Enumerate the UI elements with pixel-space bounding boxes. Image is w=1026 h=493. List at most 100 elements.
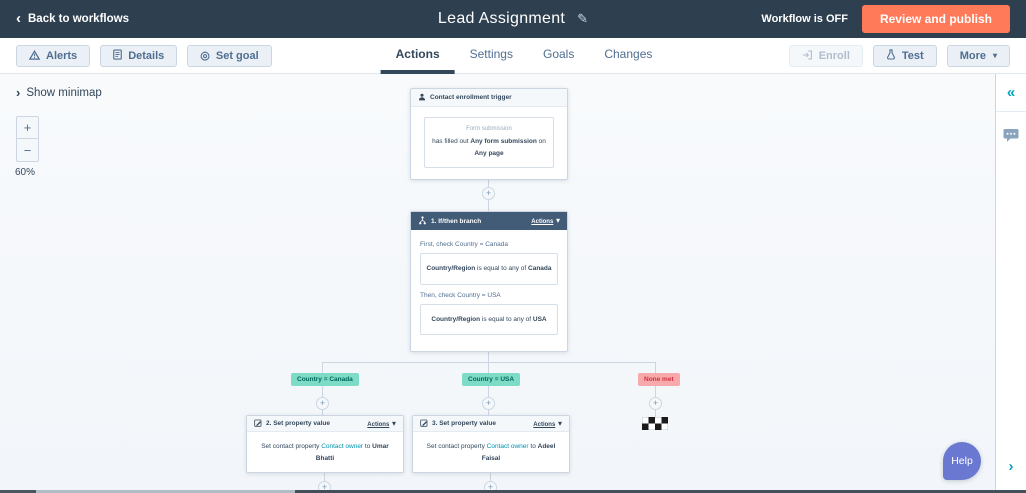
tab-changes[interactable]: Changes bbox=[604, 47, 653, 61]
first-check-label: First, check Country = Canada bbox=[420, 241, 508, 248]
set-property-node-3-title: 3. Set property value bbox=[432, 420, 496, 427]
node-3-actions-menu[interactable]: Actions ▾ bbox=[533, 418, 562, 428]
branch-actions-menu[interactable]: Actions ▾ bbox=[531, 216, 560, 226]
connector-line bbox=[488, 352, 489, 363]
set-property-node-2-header: 2. Set property value Actions ▾ bbox=[247, 416, 403, 432]
chevron-down-icon: ▾ bbox=[992, 51, 997, 60]
set-property-node-2-body: Set contact property Contact owner to Um… bbox=[261, 443, 389, 462]
review-and-publish-button[interactable]: Review and publish bbox=[861, 5, 1010, 33]
set-goal-label: Set goal bbox=[215, 50, 259, 62]
test-button[interactable]: Test bbox=[872, 45, 937, 67]
set-property-node-3[interactable]: 3. Set property value Actions ▾ Set cont… bbox=[412, 415, 570, 473]
alert-triangle-icon bbox=[28, 49, 41, 63]
set-property-node-3-header: 3. Set property value Actions ▾ bbox=[413, 416, 569, 432]
help-button[interactable]: Help bbox=[943, 442, 981, 480]
workflow-toolbar: Alerts Details ◎ Set goal Actions Settin… bbox=[0, 38, 1026, 74]
branch-node-body: First, check Country = Canada Country/Re… bbox=[411, 230, 567, 345]
edit-title-icon[interactable]: ✎ bbox=[577, 11, 589, 26]
if-then-branch-node[interactable]: 1. If/then branch Actions ▾ First, check… bbox=[410, 211, 568, 352]
tab-goals[interactable]: Goals bbox=[542, 47, 575, 61]
more-label: More bbox=[959, 50, 986, 62]
show-minimap-label: Show minimap bbox=[26, 86, 102, 99]
criteria-type: Form submission bbox=[466, 126, 512, 132]
topbar-right: Workflow is OFF Review and publish bbox=[761, 5, 1010, 33]
tab-settings[interactable]: Settings bbox=[469, 47, 513, 61]
bottom-edge-strip bbox=[0, 490, 1026, 493]
chevron-right-icon: › bbox=[16, 85, 21, 100]
end-flag-icon bbox=[641, 416, 669, 435]
back-to-workflows-link[interactable]: ‹ Back to workflows bbox=[16, 10, 129, 27]
workflow-title: Lead Assignment bbox=[437, 10, 566, 27]
connector-line bbox=[488, 362, 489, 373]
pencil-square-icon bbox=[420, 419, 428, 429]
next-chevron-icon[interactable]: › bbox=[1008, 458, 1014, 475]
condition-box-canada[interactable]: Country/Region is equal to any of Canada bbox=[420, 253, 558, 285]
details-label: Details bbox=[128, 50, 165, 62]
bottom-strip-segment bbox=[36, 490, 295, 493]
back-label: Back to workflows bbox=[28, 13, 129, 25]
collapse-panel-icon[interactable]: « bbox=[1006, 84, 1016, 101]
connector-line bbox=[322, 362, 656, 363]
trigger-criteria-box[interactable]: Form submission has filled out Any form … bbox=[424, 117, 554, 169]
trigger-node-header: Contact enrollment trigger bbox=[411, 89, 567, 107]
enroll-label: Enroll bbox=[818, 50, 850, 62]
add-action-button[interactable]: + bbox=[482, 397, 495, 410]
test-label: Test bbox=[901, 50, 924, 62]
tab-actions[interactable]: Actions bbox=[380, 38, 455, 74]
toolbar-right: Enroll Test More ▾ bbox=[788, 45, 1010, 67]
toolbar-left: Alerts Details ◎ Set goal bbox=[16, 45, 272, 67]
node-2-actions-menu[interactable]: Actions ▾ bbox=[367, 418, 396, 428]
add-action-button[interactable]: + bbox=[316, 397, 329, 410]
add-action-button[interactable]: + bbox=[482, 187, 495, 200]
set-property-node-2[interactable]: 2. Set property value Actions ▾ Set cont… bbox=[246, 415, 404, 473]
alerts-button[interactable]: Alerts bbox=[16, 45, 91, 67]
enrollment-trigger-node[interactable]: Contact enrollment trigger Form submissi… bbox=[410, 88, 568, 180]
zoom-controls: + − bbox=[16, 116, 39, 162]
more-button[interactable]: More ▾ bbox=[946, 45, 1010, 67]
connector-line bbox=[655, 362, 656, 373]
connector-line bbox=[322, 362, 323, 373]
workflow-tabs: Actions Settings Goals Changes bbox=[380, 38, 668, 74]
zoom-in-button[interactable]: + bbox=[17, 117, 38, 139]
alerts-label: Alerts bbox=[46, 50, 78, 62]
then-check-label: Then, check Country = USA bbox=[420, 291, 501, 299]
workflow-title-group: Lead Assignment ✎ bbox=[438, 0, 588, 38]
rail-divider bbox=[996, 111, 1026, 112]
branch-label-usa[interactable]: Country = USA bbox=[462, 373, 521, 386]
top-header: ‹ Back to workflows Lead Assignment ✎ Wo… bbox=[0, 0, 1026, 38]
set-property-node-2-title: 2. Set property value bbox=[266, 420, 330, 427]
chevron-down-icon: ▾ bbox=[391, 418, 396, 428]
target-icon: ◎ bbox=[200, 49, 210, 62]
branch-node-title: 1. If/then branch bbox=[431, 217, 482, 225]
branch-icon bbox=[418, 215, 427, 227]
branch-label-canada[interactable]: Country = Canada bbox=[291, 373, 359, 386]
back-chevron-icon: ‹ bbox=[16, 10, 21, 27]
enroll-icon bbox=[802, 50, 813, 63]
bottom-strip-segment bbox=[295, 490, 1026, 493]
trigger-node-title: Contact enrollment trigger bbox=[430, 94, 512, 101]
chevron-down-icon: ▾ bbox=[555, 216, 560, 225]
chevron-down-icon: ▾ bbox=[557, 418, 562, 428]
enroll-button[interactable]: Enroll bbox=[788, 45, 863, 67]
show-minimap-toggle[interactable]: › Show minimap bbox=[16, 86, 102, 99]
zoom-out-button[interactable]: − bbox=[23, 142, 32, 158]
document-icon bbox=[113, 49, 122, 63]
branch-label-none-met[interactable]: None met bbox=[638, 373, 680, 386]
set-goal-button[interactable]: ◎ Set goal bbox=[187, 45, 272, 67]
branch-node-header: 1. If/then branch Actions ▾ bbox=[411, 212, 567, 230]
criteria-description: has filled out Any form submission on An… bbox=[432, 138, 546, 157]
add-action-button[interactable]: + bbox=[649, 397, 662, 410]
condition-box-usa[interactable]: Country/Region is equal to any of USA bbox=[420, 303, 558, 336]
details-button[interactable]: Details bbox=[100, 45, 178, 67]
right-sidebar-rail: « › bbox=[995, 74, 1026, 493]
set-property-node-3-body: Set contact property Contact owner to Ad… bbox=[426, 443, 556, 462]
comments-icon[interactable] bbox=[996, 128, 1026, 143]
workflow-status: Workflow is OFF bbox=[761, 13, 848, 25]
contact-owner-link[interactable]: Contact owner bbox=[321, 443, 364, 450]
zoom-level: 60% bbox=[15, 167, 36, 178]
help-label: Help bbox=[951, 455, 973, 467]
workflow-canvas[interactable]: › Show minimap + − 60% + + + + + + bbox=[0, 74, 1026, 493]
flask-icon bbox=[886, 49, 896, 63]
contact-owner-link[interactable]: Contact owner bbox=[486, 443, 529, 450]
